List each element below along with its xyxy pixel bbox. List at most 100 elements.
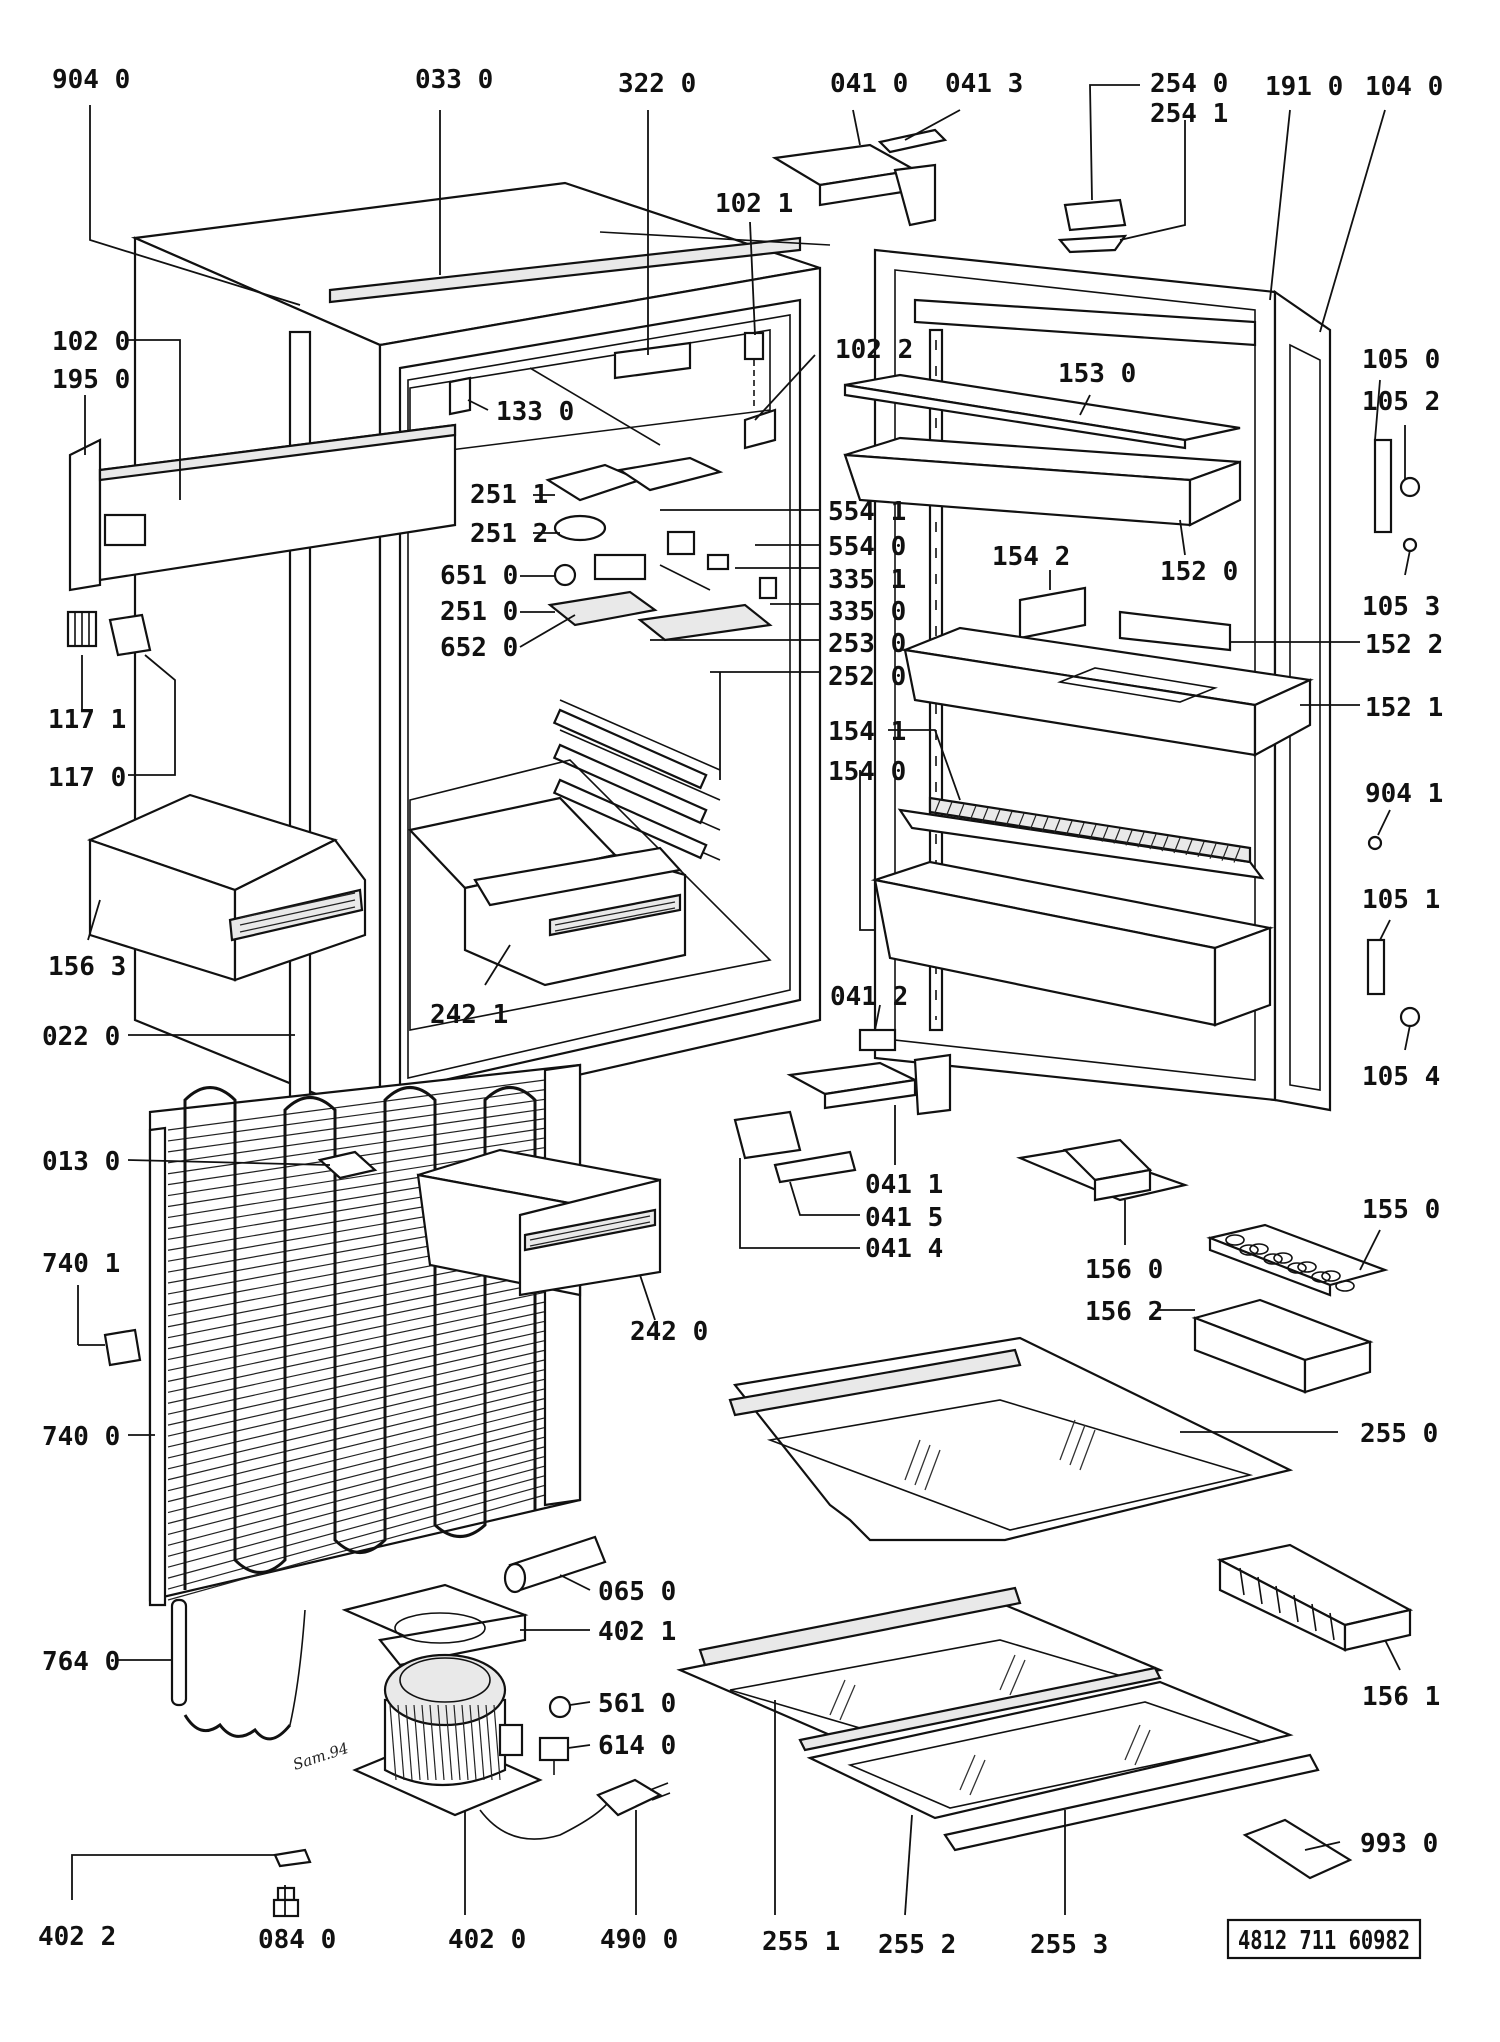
label-084-0: 084 0 [258, 1925, 336, 1955]
part-254-0 [1063, 198, 1127, 232]
part-041-5 [773, 1150, 857, 1184]
part-105-4 [1399, 1006, 1421, 1028]
part-152-1-door-bin [900, 626, 1314, 757]
label-155-0: 155 0 [1362, 1195, 1440, 1225]
label-117-0: 117 0 [48, 763, 126, 793]
label-156-0: 156 0 [1085, 1255, 1163, 1285]
part-155-0-egg-tray [1206, 1223, 1389, 1297]
label-105-0: 105 0 [1362, 345, 1440, 375]
label-102-2: 102 2 [835, 335, 913, 365]
part-322-0 [613, 341, 692, 380]
label-105-4: 105 4 [1362, 1062, 1440, 1092]
part-154-2 [1018, 586, 1087, 640]
part-154-0-door-bin [870, 860, 1275, 1027]
part-013-0 [317, 1150, 378, 1180]
label-065-0: 065 0 [598, 1577, 676, 1607]
part-105-3-screw [1402, 537, 1418, 553]
label-402-1: 402 1 [598, 1617, 676, 1647]
label-133-0: 133 0 [496, 397, 574, 427]
part-065-0 [503, 1535, 607, 1594]
part-402-2 [273, 1848, 312, 1868]
label-242-0: 242 0 [630, 1317, 708, 1347]
part-254-1 [1057, 234, 1128, 254]
label-102-0: 102 0 [52, 327, 130, 357]
label-614-0: 614 0 [598, 1731, 676, 1761]
thermostat-assembly [545, 456, 778, 642]
label-153-0: 153 0 [1058, 359, 1136, 389]
part-133-0 [448, 376, 472, 416]
label-402-0: 402 0 [448, 1925, 526, 1955]
label-154-2: 154 2 [992, 542, 1070, 572]
part-156-3-freezer-compartment [87, 793, 367, 982]
label-041-4: 041 4 [865, 1234, 943, 1264]
part-740-0-condenser [148, 1063, 582, 1607]
label-152-0: 152 0 [1160, 557, 1238, 587]
part-402-1-tray [341, 1583, 529, 1667]
label-255-1: 255 1 [762, 1927, 840, 1957]
label-156-2: 156 2 [1085, 1297, 1163, 1327]
part-labels: 904 0 033 0 322 0 041 0 041 3 254 0 254 … [38, 65, 1443, 1960]
part-402-0-compressor [352, 1653, 611, 1840]
part-102-0-light-cover [68, 423, 457, 592]
label-322-0: 322 0 [618, 69, 696, 99]
label-041-1: 041 1 [865, 1170, 943, 1200]
label-251-2: 251 2 [470, 519, 548, 549]
label-105-2: 105 2 [1362, 387, 1440, 417]
label-335-0: 335 0 [828, 597, 906, 627]
part-156-1-ice-tray [1216, 1543, 1414, 1652]
label-022-0: 022 0 [42, 1022, 120, 1052]
label-251-1: 251 1 [470, 480, 548, 510]
label-254-0: 254 0 [1150, 69, 1228, 99]
label-651-0: 651 0 [440, 561, 518, 591]
part-154-1-wire-shelf [897, 796, 1265, 880]
label-490-0: 490 0 [600, 1925, 678, 1955]
label-251-0: 251 0 [440, 597, 518, 627]
part-102-1 [743, 331, 765, 361]
part-561-0 [548, 1695, 572, 1719]
label-740-1: 740 1 [42, 1249, 120, 1279]
label-561-0: 561 0 [598, 1689, 676, 1719]
label-033-0: 033 0 [415, 65, 493, 95]
label-041-5: 041 5 [865, 1203, 943, 1233]
label-156-1: 156 1 [1362, 1682, 1440, 1712]
part-490-0-plug [596, 1778, 671, 1817]
part-041-4 [733, 1110, 802, 1160]
part-156-0-shelf-bracket [1016, 1138, 1189, 1202]
reference-number: 4812 711 60982 [1238, 1926, 1410, 1956]
label-152-1: 152 1 [1365, 693, 1443, 723]
label-041-0: 041 0 [830, 69, 908, 99]
part-740-1 [103, 1328, 142, 1367]
part-255-3-trim [943, 1753, 1320, 1852]
label-195-0: 195 0 [52, 365, 130, 395]
part-084-0 [272, 1886, 300, 1918]
part-242-0-drawer [416, 1148, 662, 1297]
label-013-0: 013 0 [42, 1147, 120, 1177]
label-041-2: 041 2 [830, 982, 908, 1012]
label-255-2: 255 2 [878, 1930, 956, 1960]
label-255-0: 255 0 [1360, 1419, 1438, 1449]
part-041-2 [858, 1028, 897, 1052]
label-904-1: 904 1 [1365, 779, 1443, 809]
label-102-1: 102 1 [715, 189, 793, 219]
label-253-0: 253 0 [828, 629, 906, 659]
label-154-1: 154 1 [828, 717, 906, 747]
label-255-3: 255 3 [1030, 1930, 1108, 1960]
label-252-0: 252 0 [828, 662, 906, 692]
part-041-0-upper-hinge [771, 128, 948, 227]
part-242-1-crisper [407, 796, 687, 987]
part-152-0-door-shelf [843, 436, 1242, 527]
part-152-2 [1118, 610, 1232, 652]
drawing-signature: Sam.94 [291, 1739, 351, 1774]
label-402-2: 402 2 [38, 1922, 116, 1952]
part-764-0-probe [170, 1598, 306, 1741]
part-105-1 [1366, 938, 1386, 996]
part-255-2-trim [798, 1666, 1162, 1752]
label-041-3: 041 3 [945, 69, 1023, 99]
label-554-1: 554 1 [828, 497, 906, 527]
label-740-0: 740 0 [42, 1422, 120, 1452]
label-105-1: 105 1 [1362, 885, 1440, 915]
label-993-0: 993 0 [1360, 1829, 1438, 1859]
part-255-2-glass-shelf [806, 1680, 1294, 1820]
label-152-2: 152 2 [1365, 630, 1443, 660]
